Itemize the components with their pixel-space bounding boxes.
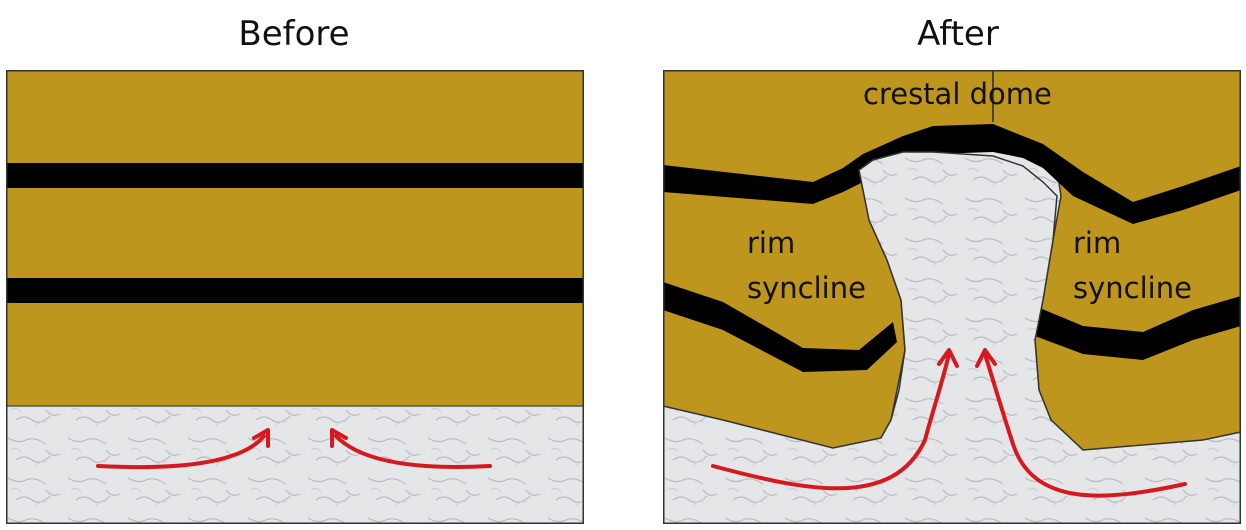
rim-syncline-left-label-2: syncline: [747, 271, 866, 305]
marker-bed-upper-folded: [663, 124, 1241, 224]
arrowhead-left-after: [937, 348, 959, 368]
rim-syncline-right-label-1: rim: [1073, 226, 1121, 260]
flow-arrow-right-after: [983, 352, 1187, 498]
crestal-dome-label: crestal dome: [863, 77, 1052, 111]
salt-diapir: [858, 151, 1084, 451]
after-title: After: [917, 14, 999, 54]
marker-bed-lower-right: [1035, 296, 1241, 360]
arrowhead-right: [330, 428, 348, 448]
marker-bed-upper: [6, 163, 584, 188]
salt-layer: [6, 406, 584, 524]
arrowhead-right-after: [975, 348, 997, 368]
before-panel: [6, 70, 584, 524]
flow-arrow-left-after: [711, 352, 951, 491]
rim-syncline-right-label-2: syncline: [1073, 271, 1192, 305]
rim-syncline-left-label-1: rim: [747, 226, 795, 260]
flow-arrow-right: [334, 434, 492, 469]
panel-frame-after: [663, 70, 1241, 524]
marker-bed-lower-left: [663, 282, 897, 372]
before-title: Before: [238, 14, 350, 54]
flow-arrow-left: [96, 434, 266, 470]
arrowhead-left: [252, 428, 270, 448]
panel-frame: [6, 70, 584, 524]
marker-bed-lower: [6, 278, 584, 303]
after-panel: crestal dome rim syncline rim syncline: [663, 70, 1241, 524]
